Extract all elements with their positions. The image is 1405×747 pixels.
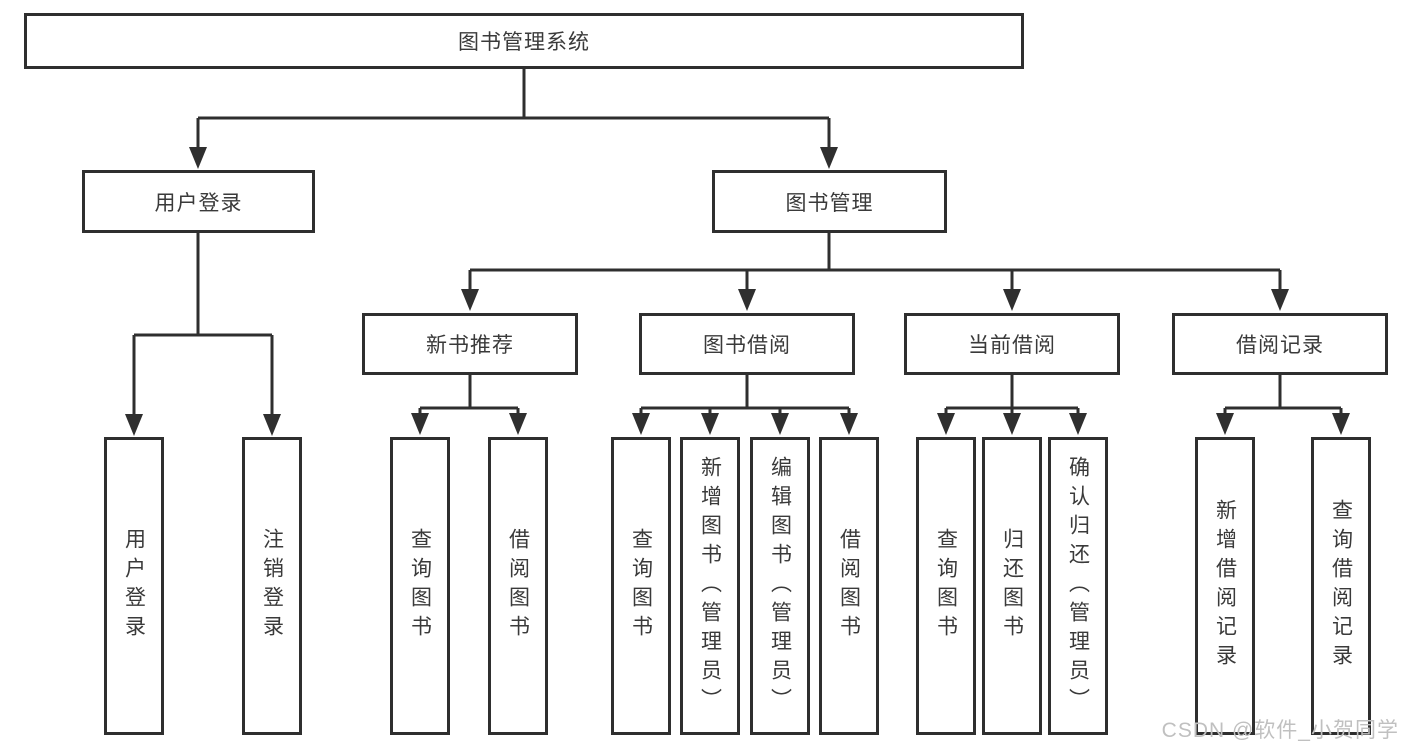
- node-borrowing-records-label: 借阅记录: [1236, 334, 1324, 357]
- leaf-query-books-current-label: 查询图书: [934, 528, 958, 644]
- leaf-query-borrow-record: 查询借阅记录: [1311, 437, 1371, 735]
- leaf-borrow-books: 借阅图书: [819, 437, 879, 735]
- node-new-book-recommend: 新书推荐: [362, 313, 578, 375]
- node-book-borrowing-label: 图书借阅: [703, 334, 791, 357]
- leaf-user-login: 用户登录: [104, 437, 164, 735]
- leaf-add-book-admin-label: 新增图书（管理员）: [698, 455, 722, 717]
- node-book-management: 图书管理: [712, 170, 947, 233]
- leaf-borrow-books-recommend: 借阅图书: [488, 437, 548, 735]
- leaf-confirm-return-admin: 确认归还（管理员）: [1048, 437, 1108, 735]
- leaf-user-login-label: 用户登录: [122, 528, 146, 644]
- node-library-system: 图书管理系统: [24, 13, 1024, 69]
- leaf-borrow-books-recommend-label: 借阅图书: [506, 528, 530, 644]
- node-book-borrowing: 图书借阅: [639, 313, 855, 375]
- leaf-add-borrow-record: 新增借阅记录: [1195, 437, 1255, 735]
- leaf-query-books-recommend: 查询图书: [390, 437, 450, 735]
- arrowheads: [125, 147, 1350, 436]
- leaf-return-book-label: 归还图书: [1000, 528, 1024, 644]
- leaf-edit-book-admin-label: 编辑图书（管理员）: [768, 455, 792, 717]
- leaf-query-borrow-record-label: 查询借阅记录: [1329, 499, 1353, 673]
- node-new-book-recommend-label: 新书推荐: [426, 334, 514, 357]
- leaf-add-borrow-record-label: 新增借阅记录: [1213, 499, 1237, 673]
- node-borrowing-records: 借阅记录: [1172, 313, 1388, 375]
- node-user-login: 用户登录: [82, 170, 315, 233]
- leaf-query-books-borrowing: 查询图书: [611, 437, 671, 735]
- leaf-logout: 注销登录: [242, 437, 302, 735]
- csdn-watermark: CSDN @软件_小贺同学: [1161, 719, 1399, 742]
- node-user-login-label: 用户登录: [154, 191, 243, 215]
- leaf-query-books-borrowing-label: 查询图书: [629, 528, 653, 644]
- leaf-return-book: 归还图书: [982, 437, 1042, 735]
- node-current-borrowing-label: 当前借阅: [968, 334, 1056, 357]
- leaf-borrow-books-label: 借阅图书: [837, 528, 861, 644]
- leaf-confirm-return-admin-label: 确认归还（管理员）: [1066, 455, 1090, 717]
- leaf-query-books-current: 查询图书: [916, 437, 976, 735]
- node-current-borrowing: 当前借阅: [904, 313, 1120, 375]
- node-book-management-label: 图书管理: [785, 191, 874, 215]
- node-library-system-label: 图书管理系统: [458, 31, 590, 54]
- leaf-edit-book-admin: 编辑图书（管理员）: [750, 437, 810, 735]
- leaf-add-book-admin: 新增图书（管理员）: [680, 437, 740, 735]
- leaf-query-books-recommend-label: 查询图书: [408, 528, 432, 644]
- leaf-logout-label: 注销登录: [260, 528, 284, 644]
